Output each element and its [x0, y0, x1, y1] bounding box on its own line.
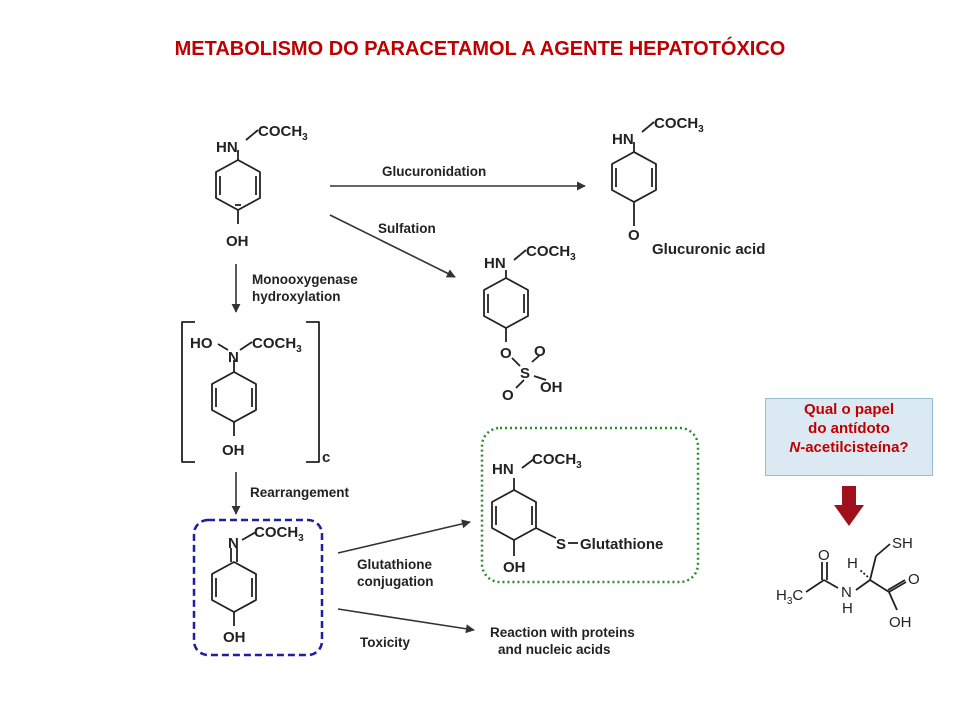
benzene-ring — [215, 159, 261, 211]
carbonyl-oxygen-label: O — [818, 547, 830, 564]
napqi-highlight-box — [192, 518, 324, 657]
right-bracket — [306, 321, 320, 463]
hydroxyl-label: OH — [540, 379, 563, 396]
question-line-3: N-acetilcisteína? — [789, 439, 909, 456]
glucuronide-molecule: HN COCH3 O Glucuronic acid — [611, 115, 765, 258]
oxygen-label: O — [502, 387, 514, 404]
hydroxyl-label: OH — [222, 442, 245, 459]
hydroxyl-label: OH — [503, 559, 526, 576]
glutathione-label: Glutathione — [357, 557, 432, 572]
rearrangement-label: Rearrangement — [250, 485, 350, 500]
nitrogen-label: N — [841, 584, 852, 601]
nitrogen-label: N — [228, 535, 239, 552]
thiol-label: SH — [892, 535, 913, 552]
red-down-arrow — [834, 486, 864, 526]
toxicity-arrow — [337, 608, 475, 634]
reaction-arrows — [231, 181, 586, 634]
antidote-question-box: Qual o papel do antídoto N-acetilcisteín… — [765, 398, 933, 476]
amine-label: HN — [484, 255, 506, 272]
toxicity-label: Toxicity — [360, 635, 411, 650]
left-bracket — [181, 321, 195, 463]
methyl-label: H3C — [776, 587, 803, 607]
amine-label: HN — [216, 139, 238, 156]
reaction-proteins-label: Reaction with proteins — [490, 625, 635, 640]
page-title: METABOLISMO DO PARACETAMOL A AGENTE HEPA… — [174, 38, 786, 60]
glucuronic-acid-label: Glucuronic acid — [652, 241, 765, 258]
glucuronidation-label: Glucuronidation — [382, 164, 486, 179]
conjugation-label: conjugation — [357, 574, 434, 589]
hydroxyl-label: OH — [226, 233, 249, 250]
bracket-label: c — [322, 449, 330, 466]
sulfate-molecule: HN COCH3 O S O O OH — [483, 243, 576, 404]
glutathione-conjugation-arrow — [337, 519, 471, 554]
oxygen-label: O — [500, 345, 512, 362]
sulfation-arrow — [329, 214, 456, 278]
carboxyl-oxygen-label: O — [908, 571, 920, 588]
hydrogen-label: H — [847, 555, 858, 572]
conjugate-highlight-box — [480, 426, 700, 584]
question-line-2: do antídoto — [808, 420, 890, 437]
hydroxylamine-intermediate: HO N COCH3 OH c — [181, 321, 330, 466]
acetyl-label: COCH3 — [252, 335, 302, 355]
amine-label: HN — [612, 131, 634, 148]
oxygen-label: O — [534, 343, 546, 360]
hydroxy-label: HO — [190, 335, 213, 352]
acetyl-label: COCH3 — [526, 243, 576, 263]
napqi-molecule: N COCH3 OH — [192, 518, 324, 657]
acetyl-label: COCH3 — [258, 123, 308, 143]
sulfation-label: Sulfation — [378, 221, 436, 236]
n-acetylcysteine-molecule: SH H O O N H H3C OH — [776, 535, 920, 631]
acetyl-label: COCH3 — [532, 451, 582, 471]
amide-hydrogen-label: H — [842, 600, 853, 617]
paracetamol-molecule: HN COCH3 OH — [215, 123, 308, 250]
glutathione-conjugate-molecule: HN COCH3 S Glutathione OH — [480, 426, 700, 584]
sulfur-label: S — [556, 536, 566, 553]
monooxygenase-label: Monooxygenase — [252, 272, 358, 287]
amine-label: HN — [492, 461, 514, 478]
acetyl-label: COCH3 — [254, 524, 304, 544]
hydroxylation-label: hydroxylation — [252, 289, 341, 304]
hydroxyl-label: OH — [889, 614, 912, 631]
acetyl-label: COCH3 — [654, 115, 704, 135]
glutathione-label: Glutathione — [580, 536, 663, 553]
hydroxyl-label: OH — [223, 629, 246, 646]
sulfur-label: S — [520, 365, 530, 382]
reaction-labels: Glucuronidation Sulfation Monooxygenase … — [250, 164, 635, 657]
nitrogen-label: N — [228, 349, 239, 366]
oxygen-label: O — [628, 227, 640, 244]
question-line-1: Qual o papel — [803, 401, 894, 418]
reaction-nucleic-label: and nucleic acids — [498, 642, 611, 657]
